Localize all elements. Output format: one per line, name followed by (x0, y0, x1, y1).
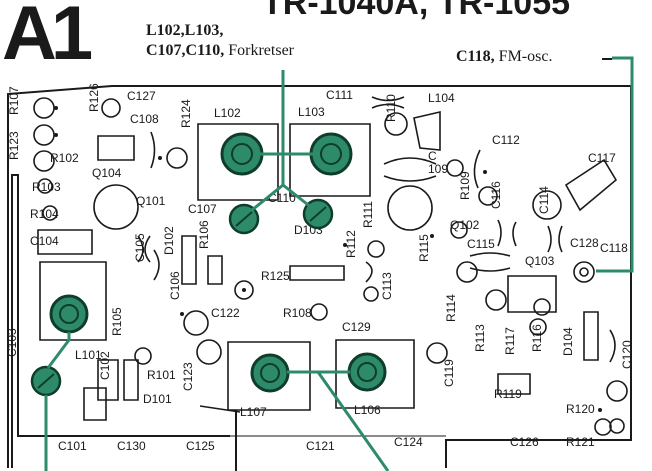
component-label-c125: C125 (186, 439, 215, 453)
caption-coil-suffix: Forkretser (228, 42, 294, 59)
component-label-c107: C107 (188, 202, 217, 216)
leader-fm-osc (596, 56, 634, 273)
component-label-c119: C119 (442, 359, 456, 387)
component-label-r112: R112 (344, 230, 358, 258)
component-label-d101: D101 (143, 392, 172, 406)
leader-l101-c103 (44, 332, 71, 471)
component-label-r116: R116 (530, 324, 544, 352)
component-label-r107: R107 (7, 86, 21, 115)
component-label-q104: Q104 (92, 166, 122, 180)
coil-l102 (220, 132, 264, 176)
component-label-r121: R121 (566, 435, 595, 449)
component-label-r115: R115 (417, 234, 431, 262)
component-label-c120: C120 (620, 340, 634, 369)
section-id-title: A1 (2, 0, 93, 76)
leader-l107-l106 (287, 370, 390, 471)
board-pad-dots (54, 106, 602, 412)
component-label-c128: C128 (570, 236, 599, 250)
component-label-r120: R120 (566, 402, 595, 416)
coil-l103 (309, 132, 353, 176)
coil-l106 (347, 352, 387, 392)
component-label-d104: D104 (561, 327, 575, 356)
component-label-r123: R123 (7, 131, 21, 160)
component-label-r126: R126 (87, 83, 101, 112)
component-label-c101: C101 (58, 439, 87, 453)
component-label-c122: C122 (211, 306, 240, 320)
component-label-c130: C130 (117, 439, 146, 453)
caption-coil-line-2: C107,C110, Forkretser (146, 41, 294, 61)
model-title: TR-1040A, TR-1055 (262, 0, 571, 22)
component-label-r114: R114 (444, 294, 458, 322)
component-label-r110: R110 (384, 94, 398, 122)
trimmer-c103 (30, 365, 62, 397)
component-label-l101: L101 (75, 348, 102, 362)
caption-osc-suffix: FM-osc. (498, 48, 553, 65)
component-label-r106: R106 (197, 220, 211, 249)
component-label-d102: D102 (162, 226, 176, 255)
component-label-q102: Q102 (450, 218, 480, 232)
leader-lines-dark (235, 58, 612, 471)
board-component-footprints (33, 96, 628, 436)
caption-osc-ref: C118, (456, 48, 495, 65)
component-label-c117: C117 (588, 151, 616, 165)
caption-coil-group: L102,L103, C107,C110, Forkretser (146, 21, 294, 61)
component-label-r103: R103 (32, 180, 61, 194)
component-label-l102: L102 (214, 106, 241, 120)
component-label-r101: R101 (147, 368, 176, 382)
component-label-l104: L104 (428, 91, 455, 105)
component-label-c118: C118 (600, 241, 628, 255)
component-label-r108: R108 (283, 306, 312, 320)
component-label-c104: C104 (30, 234, 59, 248)
component-label-r104: R104 (30, 207, 59, 221)
component-label-c108: C108 (130, 112, 159, 126)
component-label-r119: R119 (494, 387, 522, 401)
component-label-r113: R113 (473, 324, 487, 352)
component-label-r124: R124 (179, 99, 193, 128)
trimmer-c107 (228, 203, 260, 235)
coil-l107 (250, 353, 290, 393)
component-label-c121: C121 (306, 439, 335, 453)
component-label-c110: C110 (268, 191, 296, 205)
component-label-c129: C129 (342, 320, 371, 334)
component-label-r125: R125 (261, 269, 290, 283)
component-label-r117: R117 (503, 327, 517, 355)
component-label-c123: C123 (181, 362, 195, 391)
component-label-l107: L107 (240, 405, 267, 419)
component-label-c111: C111 (326, 88, 353, 102)
component-label-l106: L106 (354, 403, 381, 417)
component-label-q101: Q101 (136, 194, 166, 208)
component-label-c106: C106 (168, 271, 182, 300)
caption-fm-osc: C118, FM-osc. (456, 47, 552, 67)
component-label-c105: C105 (133, 233, 147, 262)
component-label-r111: R111 (361, 201, 375, 228)
caption-coil-line-1: L102,L103, (146, 22, 224, 39)
component-label-c112: C112 (492, 133, 520, 147)
component-label-c113: C113 (380, 272, 394, 300)
coil-l101 (49, 294, 89, 334)
component-label-c116: C116 (489, 181, 503, 209)
component-label-r102: R102 (50, 151, 79, 165)
component-label-r105: R105 (110, 307, 124, 336)
leader-lines (44, 56, 634, 471)
component-label-c127: C127 (127, 89, 156, 103)
component-label-c126: C126 (510, 435, 539, 449)
caption-coil-refs: C107,C110, (146, 42, 225, 59)
component-label-c124: C124 (394, 435, 423, 449)
leader-coil-group (251, 70, 313, 212)
component-label-l103: L103 (298, 105, 325, 119)
component-label-q103: Q103 (525, 254, 555, 268)
component-label-c114: C114 (537, 186, 551, 214)
component-label-r109: R109 (458, 171, 472, 200)
component-label-c103: C103 (5, 328, 19, 357)
component-label-c115: C115 (467, 237, 495, 251)
component-label-c102: C102 (98, 351, 112, 380)
